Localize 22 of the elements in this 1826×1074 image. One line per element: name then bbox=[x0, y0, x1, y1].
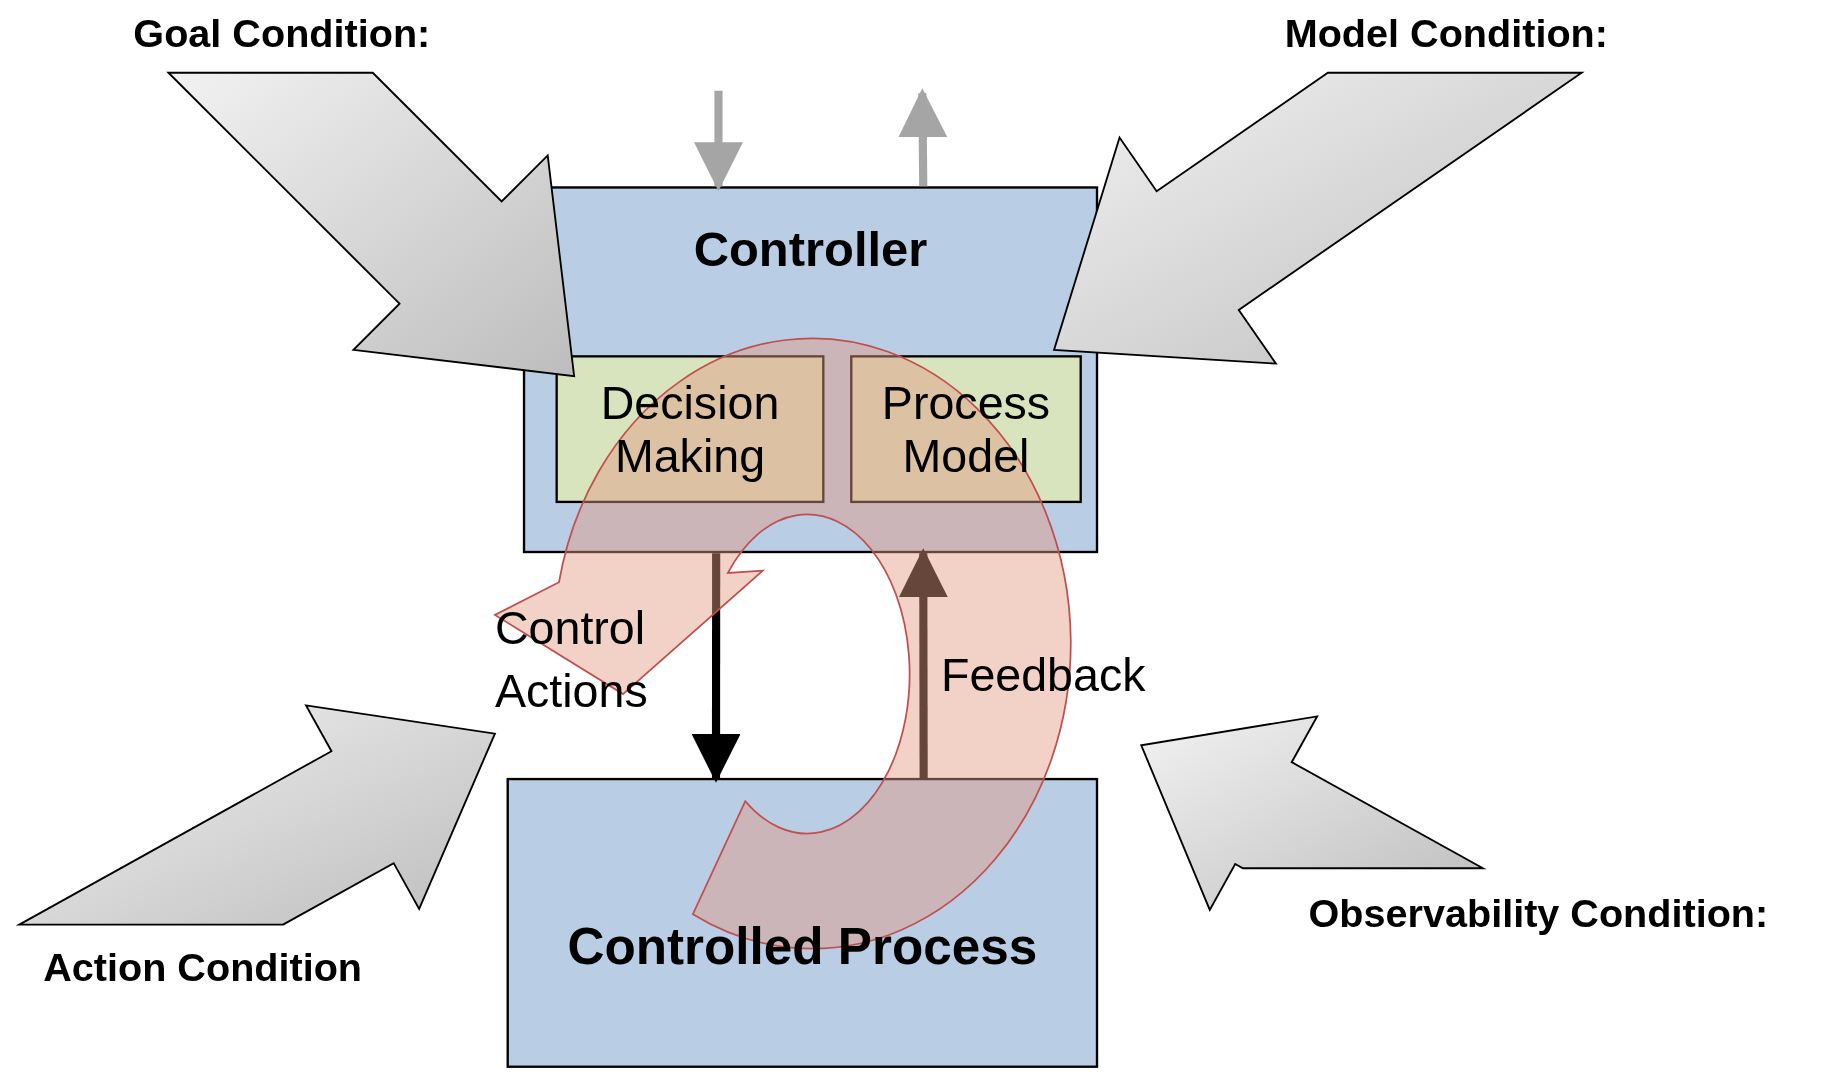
block-arrow bbox=[166, 71, 576, 378]
controller-box bbox=[522, 186, 1099, 554]
arrow bbox=[694, 90, 743, 192]
edge-label: Feedback bbox=[940, 647, 1147, 702]
arrow bbox=[898, 88, 948, 187]
heading-text: Observability Condition: bbox=[1308, 890, 1769, 936]
edge-label: Control Actions bbox=[494, 601, 649, 719]
heading-text: Action Condition bbox=[43, 943, 363, 990]
block-arrow bbox=[1052, 71, 1585, 365]
component-box bbox=[850, 355, 1082, 504]
heading-text: Model Condition: bbox=[1284, 9, 1608, 56]
block-arrow bbox=[1139, 715, 1487, 912]
process-box bbox=[506, 777, 1099, 1068]
box-label: Controller bbox=[693, 221, 928, 278]
box-label: Process Model bbox=[880, 376, 1052, 482]
heading-text: Goal Condition: bbox=[133, 9, 431, 56]
arrow bbox=[691, 553, 741, 783]
component-box bbox=[555, 355, 825, 504]
block-arrow bbox=[15, 704, 497, 926]
box-label: Decision Making bbox=[599, 376, 781, 482]
box-label: Controlled Process bbox=[567, 917, 1038, 976]
arrow bbox=[898, 548, 948, 778]
